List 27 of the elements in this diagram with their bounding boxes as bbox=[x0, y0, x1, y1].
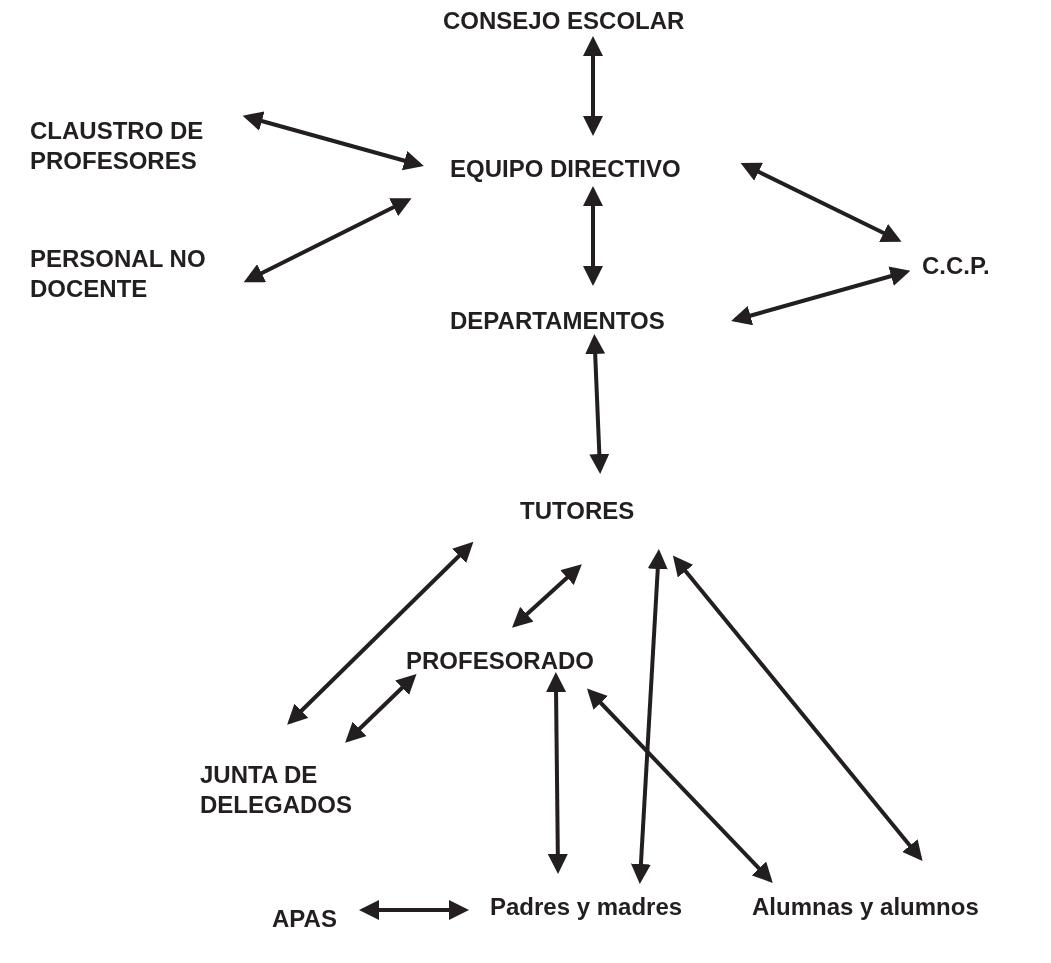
node-label: PROFESORADO bbox=[406, 646, 595, 676]
double-arrow bbox=[586, 688, 773, 883]
double-arrow bbox=[546, 672, 568, 874]
double-arrow bbox=[359, 900, 469, 920]
node-label: CLAUSTRO DE PROFESORES bbox=[30, 116, 205, 176]
node-label: APAS bbox=[272, 904, 338, 934]
node-label: PERSONAL NO DOCENTE bbox=[30, 244, 207, 304]
double-arrow bbox=[583, 186, 603, 286]
double-arrow bbox=[583, 36, 603, 136]
node-label: Alumnas y alumnos bbox=[752, 892, 980, 922]
double-arrow bbox=[287, 541, 474, 725]
double-arrow bbox=[585, 334, 610, 474]
double-arrow bbox=[630, 549, 668, 884]
node-label: C.C.P. bbox=[922, 251, 991, 281]
node-label: JUNTA DE DELEGADOS bbox=[200, 760, 353, 820]
double-arrow bbox=[243, 198, 412, 283]
node-label: DEPARTAMENTOS bbox=[450, 306, 666, 336]
node-label: CONSEJO ESCOLAR bbox=[443, 6, 686, 36]
double-arrow bbox=[512, 564, 582, 628]
double-arrow bbox=[345, 673, 417, 743]
node-label: EQUIPO DIRECTIVO bbox=[450, 154, 682, 184]
double-arrow bbox=[672, 555, 923, 862]
double-arrow bbox=[242, 111, 424, 171]
node-label: TUTORES bbox=[520, 496, 636, 526]
double-arrow bbox=[731, 266, 911, 326]
double-arrow bbox=[740, 162, 902, 242]
node-label: Padres y madres bbox=[490, 892, 684, 922]
